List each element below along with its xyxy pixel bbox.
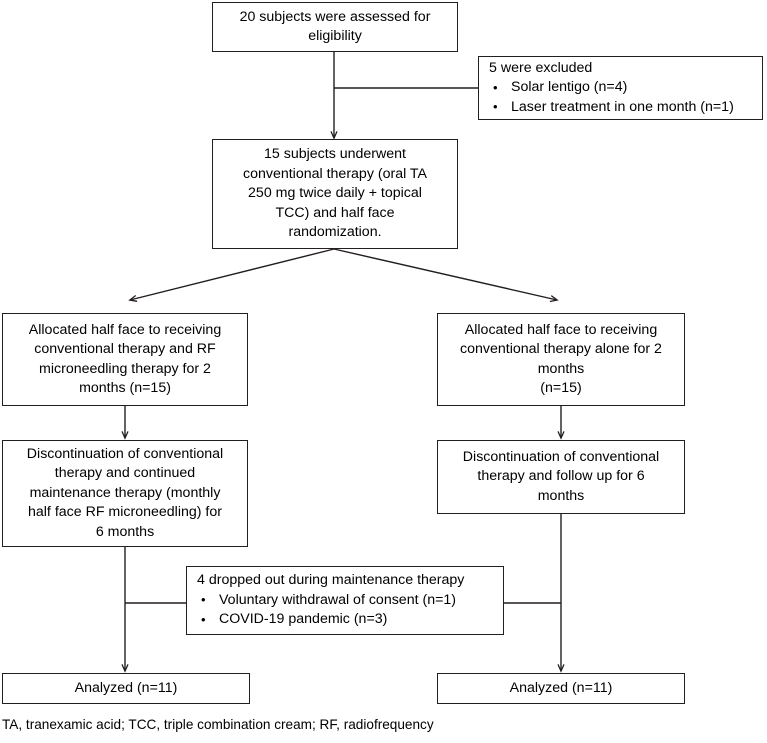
maint-left-line-3: maintenance therapy (monthly: [29, 484, 221, 501]
node-analyzed-left: Analyzed (n=11): [2, 673, 250, 704]
dropout-bullet-1: Voluntary withdrawal of consent (n=1): [197, 590, 456, 611]
enrolled-line-4: TCC) and half face: [275, 204, 395, 221]
node-allocated-rf-microneedling: Allocated half face to receiving convent…: [2, 313, 248, 406]
excluded-bullet-1: Solar lentigo (n=4): [489, 78, 734, 98]
maint-right-line-1: Discontinuation of conventional: [462, 448, 660, 465]
node-assessed-for-eligibility: 20 subjects were assessed for eligibilit…: [212, 2, 458, 52]
dropout-bullet-2: COVID-19 pandemic (n=3): [197, 610, 456, 630]
maint-left-line-1: Discontinuation of conventional: [26, 445, 224, 462]
alloc-left-line-4: months (n=15): [79, 380, 171, 396]
analyzed-right-label: Analyzed (n=11): [509, 679, 613, 696]
footnote-abbreviations: TA, tranexamic acid; TCC, triple combina…: [2, 717, 434, 732]
excluded-bullet-2: Laser treatment in one month (n=1): [489, 97, 734, 118]
dropout-heading: 4 dropped out during maintenance therapy: [197, 572, 465, 589]
maint-right-line-3: months: [537, 487, 585, 504]
excluded-heading: 5 were excluded: [489, 59, 593, 76]
alloc-right-line-4: (n=15): [540, 380, 582, 396]
alloc-left-line-3: microneedling therapy for 2: [39, 360, 211, 377]
enrolled-line-1: 15 subjects underwent: [264, 146, 406, 163]
alloc-left-line-2: conventional therapy and RF: [34, 341, 216, 357]
enrolled-line-3: 250 mg twice daily + topical: [248, 185, 422, 202]
node-analyzed-right: Analyzed (n=11): [437, 673, 685, 704]
enrolled-line-5: randomization.: [288, 224, 382, 241]
enrolled-line-2: conventional therapy (oral TA: [242, 165, 427, 182]
node-enrolled-randomization: 15 subjects underwent conventional thera…: [212, 139, 458, 249]
dropout-bullet-list: Voluntary withdrawal of consent (n=1) CO…: [197, 590, 456, 630]
maint-right-line-2: therapy and follow up for 6: [477, 468, 645, 485]
alloc-right-line-2: conventional therapy alone for 2: [460, 341, 662, 357]
node-followup-right: Discontinuation of conventional therapy …: [437, 440, 685, 514]
node-dropped-out: 4 dropped out during maintenance therapy…: [186, 566, 504, 635]
alloc-right-line-3: months: [537, 360, 585, 377]
alloc-left-line-1: Allocated half face to receiving: [28, 321, 222, 338]
maint-left-line-2: therapy and continued: [54, 465, 196, 482]
excluded-bullet-list: Solar lentigo (n=4) Laser treatment in o…: [489, 78, 734, 117]
assessed-line-2: eligibility: [308, 28, 362, 44]
node-allocated-conventional-alone: Allocated half face to receiving convent…: [437, 313, 685, 406]
alloc-right-line-1: Allocated half face to receiving: [464, 321, 658, 338]
maint-left-line-4: half face RF microneedling) for: [28, 504, 222, 521]
assessed-line-1: 20 subjects were assessed for: [239, 8, 431, 25]
node-maintenance-therapy-left: Discontinuation of conventional therapy …: [2, 440, 248, 547]
maint-left-line-5: 6 months: [95, 523, 155, 540]
node-excluded: 5 were excluded Solar lentigo (n=4) Lase…: [478, 56, 763, 120]
analyzed-left-label: Analyzed (n=11): [74, 679, 178, 696]
